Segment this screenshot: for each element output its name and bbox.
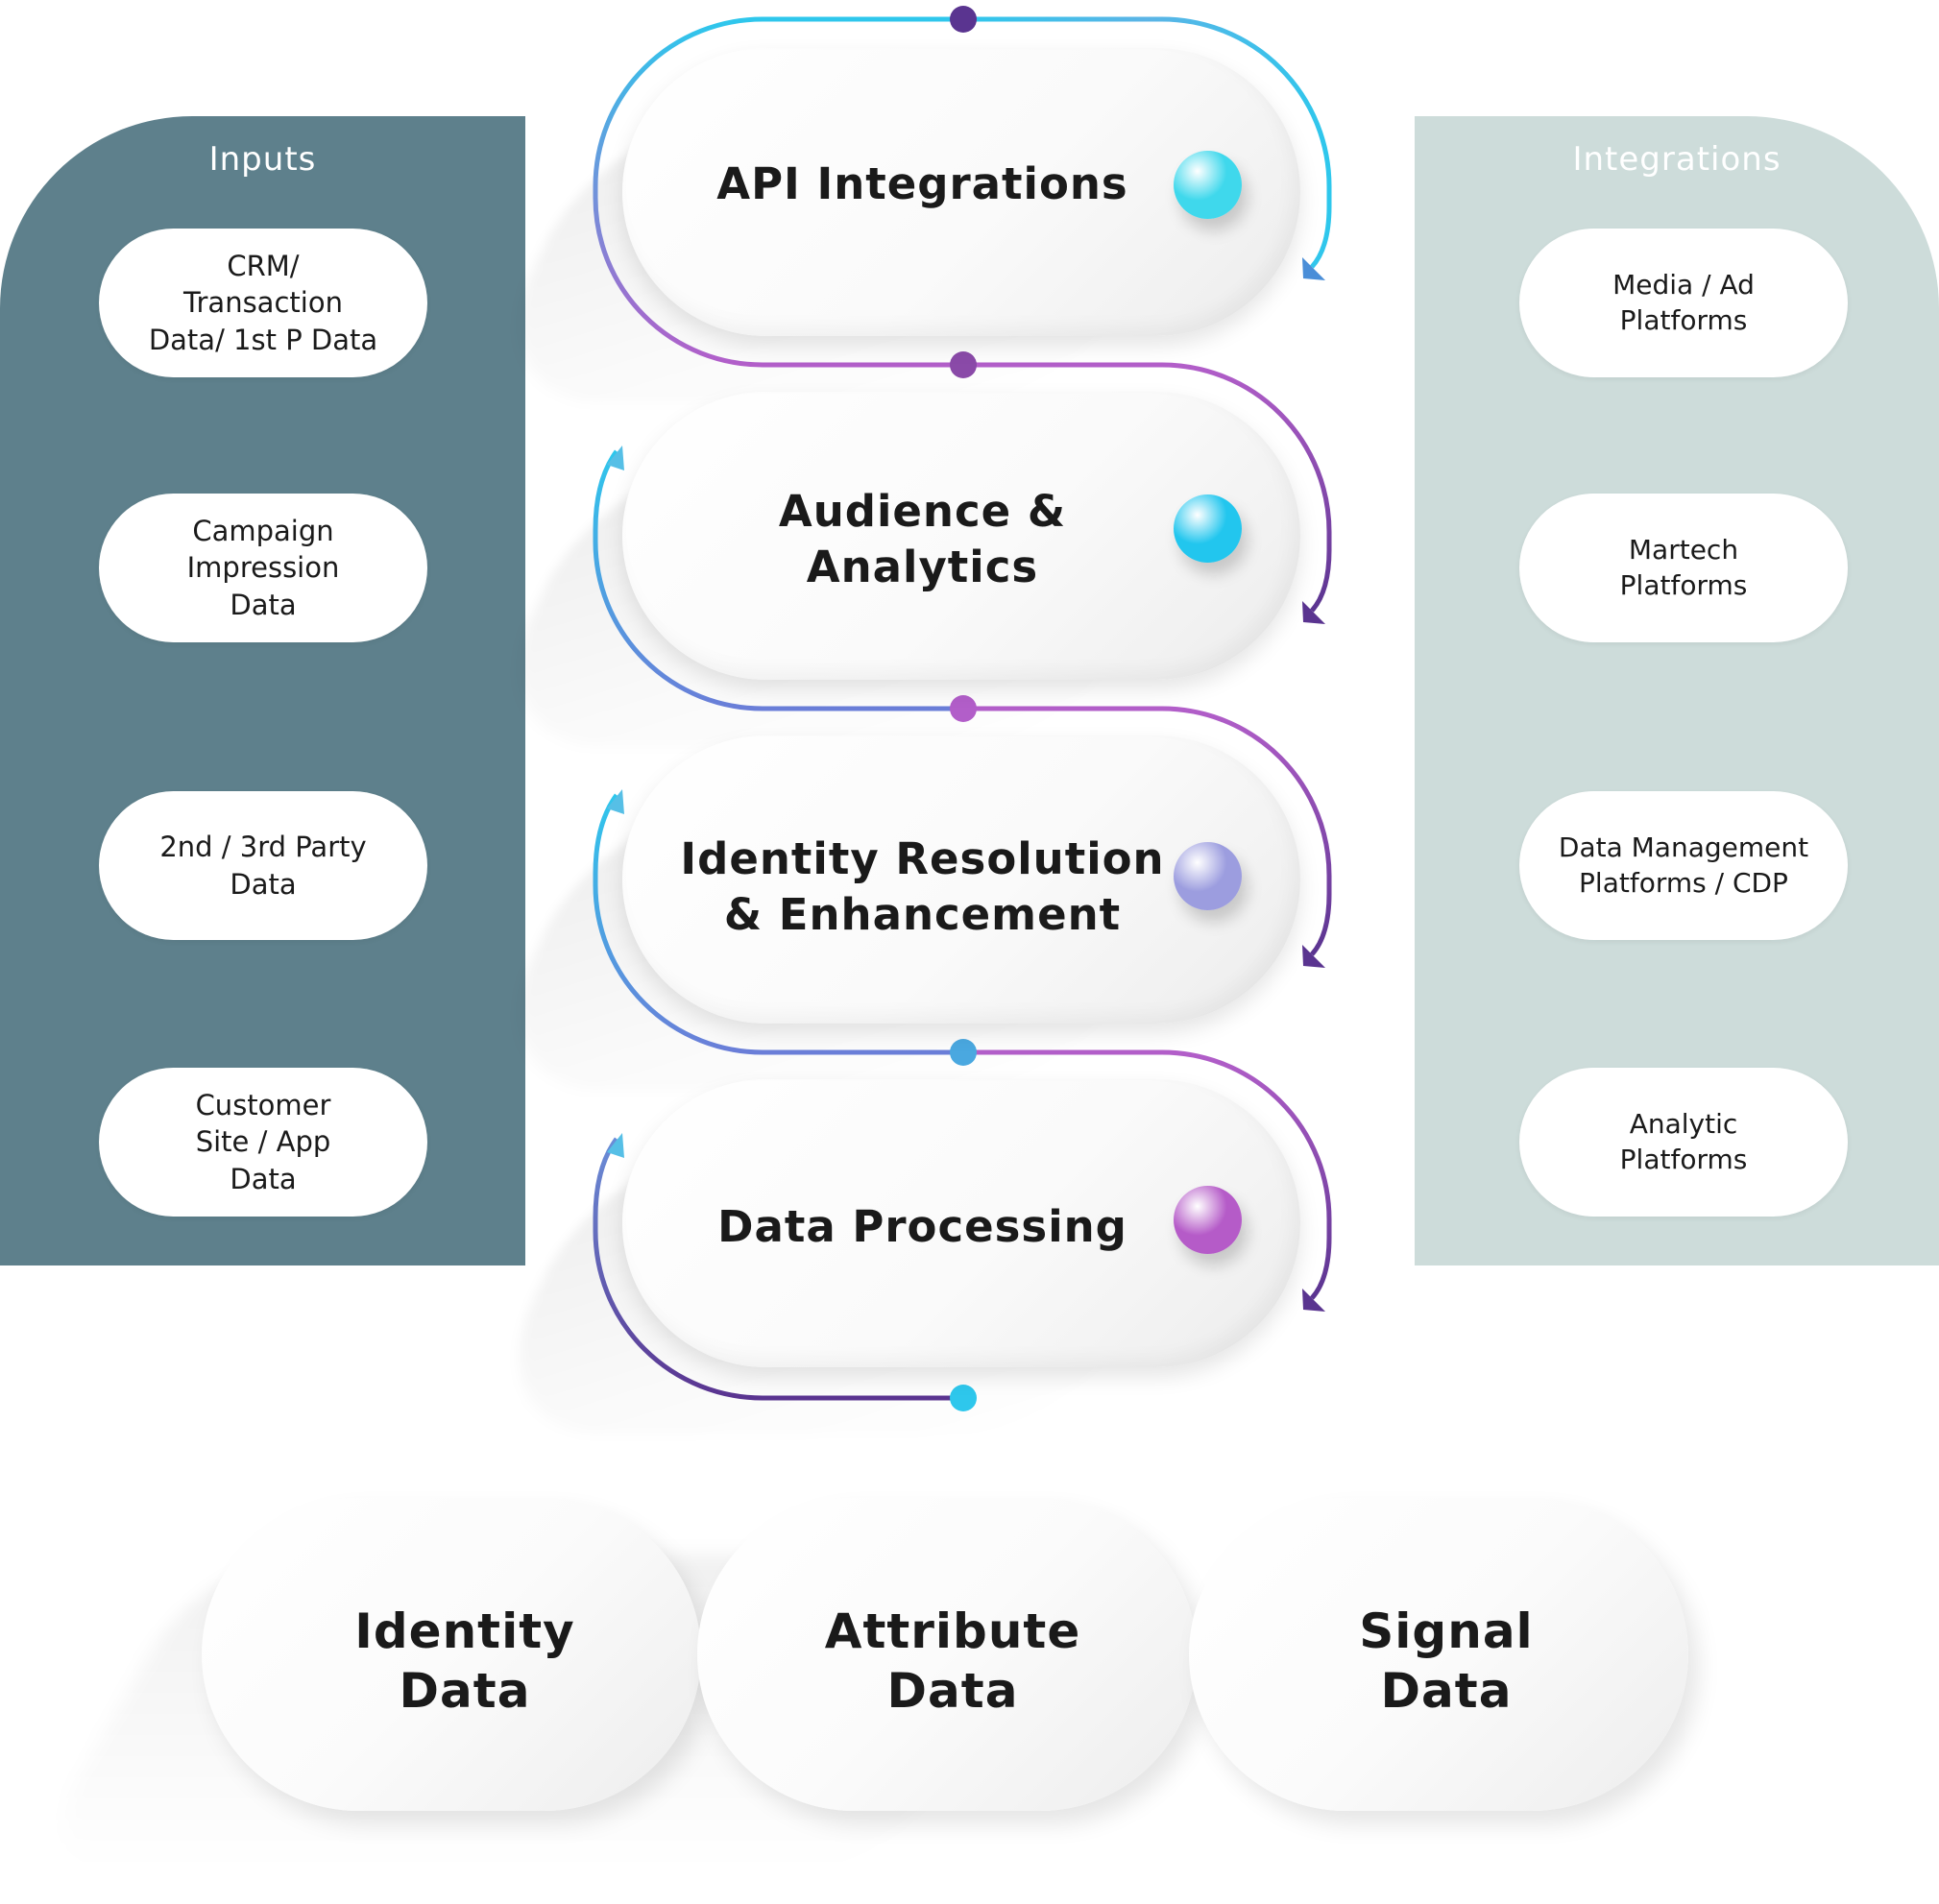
arrowhead-icon bbox=[1302, 1289, 1325, 1312]
step-label-data-processing: Data Processing bbox=[622, 1083, 1223, 1371]
data-type-label-identity: Identity Data bbox=[273, 1594, 657, 1728]
data-type-label-signal: Signal Data bbox=[1254, 1594, 1638, 1728]
step-title: Identity Resolution & Enhancement bbox=[680, 832, 1165, 941]
step-status-dot bbox=[1174, 1186, 1242, 1254]
data-type-pill-identity bbox=[202, 1498, 701, 1811]
input-pill-crm: CRM/ Transaction Data/ 1st P Data bbox=[99, 229, 427, 377]
flow-node bbox=[950, 1039, 977, 1066]
step-status-dot bbox=[1174, 494, 1242, 563]
arrowhead-icon bbox=[1302, 257, 1325, 280]
input-pill-campaign: Campaign Impression Data bbox=[99, 494, 427, 642]
flow-node bbox=[950, 351, 977, 378]
input-pill-third-party: 2nd / 3rd Party Data bbox=[99, 791, 427, 940]
step-status-dot bbox=[1174, 842, 1242, 910]
inputs-title: Inputs bbox=[208, 140, 317, 179]
data-type-pill-attribute bbox=[697, 1498, 1197, 1811]
input-label: CRM/ Transaction Data/ 1st P Data bbox=[148, 250, 378, 356]
flow-node bbox=[950, 1385, 977, 1411]
arrowhead-icon bbox=[607, 789, 624, 814]
flow-node bbox=[950, 695, 977, 722]
integration-pill-analytic: Analytic Platforms bbox=[1519, 1068, 1848, 1217]
flow-loop-right bbox=[963, 706, 1332, 956]
data-type-title: Signal Data bbox=[1359, 1603, 1534, 1720]
step-title: API Integrations bbox=[716, 157, 1128, 209]
data-type-pill-signal bbox=[1189, 1498, 1688, 1811]
step-title: Audience & Analytics bbox=[778, 485, 1067, 593]
integration-pill-dmp: Data Management Platforms / CDP bbox=[1519, 791, 1848, 940]
integrations-title: Integrations bbox=[1572, 140, 1781, 179]
data-type-title: Attribute Data bbox=[824, 1603, 1081, 1720]
step-label-audience-analytics: Audience & Analytics bbox=[622, 396, 1223, 684]
arrowhead-icon bbox=[1302, 601, 1325, 624]
flow-loop-left bbox=[593, 1137, 963, 1401]
arrowhead-icon bbox=[1302, 945, 1325, 968]
flow-loop-left bbox=[593, 793, 963, 1055]
integration-pill-martech: Martech Platforms bbox=[1519, 494, 1848, 642]
flow-loop-right bbox=[963, 1049, 1332, 1300]
integration-label: Analytic Platforms bbox=[1619, 1107, 1748, 1175]
input-label: 2nd / 3rd Party Data bbox=[159, 831, 367, 901]
step-title: Data Processing bbox=[717, 1200, 1127, 1252]
data-type-title: Identity Data bbox=[354, 1603, 575, 1720]
input-label: Customer Site / App Data bbox=[195, 1089, 331, 1195]
step-status-dot bbox=[1174, 151, 1242, 219]
integration-label: Media / Ad Platforms bbox=[1612, 268, 1755, 336]
integration-label: Martech Platforms bbox=[1619, 533, 1748, 601]
integration-pill-media: Media / Ad Platforms bbox=[1519, 229, 1848, 377]
flow-loop-left bbox=[593, 16, 963, 368]
flow-loop-right bbox=[963, 16, 1332, 269]
input-label: Campaign Impression Data bbox=[186, 515, 340, 621]
step-label-identity-resolution: Identity Resolution & Enhancement bbox=[622, 743, 1223, 1031]
integration-label: Data Management Platforms / CDP bbox=[1558, 831, 1809, 899]
step-label-api-integrations: API Integrations bbox=[622, 40, 1223, 328]
flow-node bbox=[950, 6, 977, 33]
arrowhead-icon bbox=[607, 1133, 624, 1158]
flow-loop-right bbox=[963, 362, 1332, 613]
flow-loop-left bbox=[593, 449, 963, 711]
arrowhead-icon bbox=[607, 446, 624, 470]
data-type-label-attribute: Attribute Data bbox=[761, 1594, 1145, 1728]
input-pill-customer-site: Customer Site / App Data bbox=[99, 1068, 427, 1217]
